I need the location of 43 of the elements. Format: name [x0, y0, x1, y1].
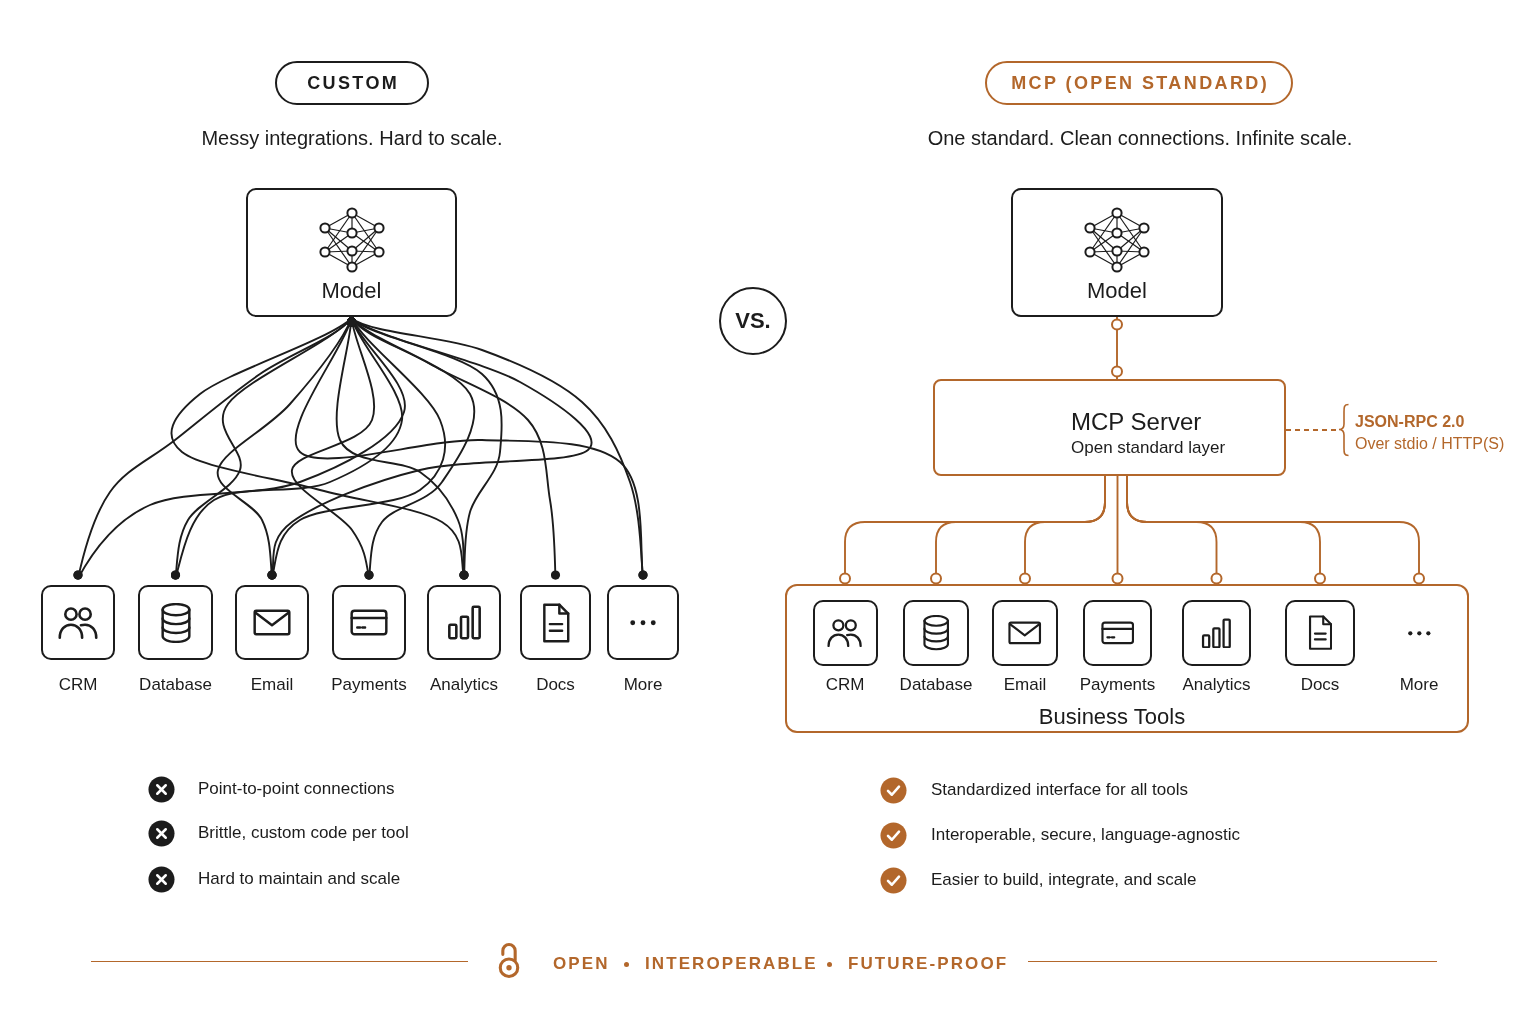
header-pill: CUSTOM: [275, 61, 429, 105]
connector-line: [1019, 475, 1106, 587]
node-label: Model: [1087, 278, 1147, 304]
subtitle: One standard. Clean connections. Infinite scale.: [927, 126, 1353, 150]
node-subtitle: Open standard layer: [1071, 438, 1226, 458]
tool-label: Database: [139, 675, 212, 695]
server-box: [933, 379, 1286, 476]
bullet-text: Brittle, custom code per tool: [198, 823, 409, 843]
dashed-connector: [1285, 429, 1337, 431]
bullet-text: Standardized interface for all tools: [931, 780, 1189, 800]
note-text: JSON-RPC 2.0: [1355, 412, 1465, 431]
note-text: Over stdio / HTTP(S): [1355, 434, 1505, 453]
tool-label: Email: [1003, 675, 1047, 695]
tool-label: Payments: [1079, 675, 1156, 695]
connector-line: [1111, 475, 1124, 587]
vs-circle: VS.: [719, 287, 787, 355]
bullet-text: Easier to build, integrate, and scale: [931, 870, 1197, 890]
subtitle: Messy integrations. Hard to scale.: [201, 126, 503, 150]
node-title: MCP Server: [1071, 408, 1202, 436]
header-pill: MCP (OPEN STANDARD): [985, 61, 1293, 105]
tool-label: Analytics: [430, 675, 498, 695]
connector-line: [1111, 316, 1123, 380]
tool-label: Analytics: [1182, 675, 1251, 695]
tool-label: Email: [250, 675, 294, 695]
model-box: [246, 188, 457, 317]
model-box: [1011, 188, 1223, 317]
tool-label: More: [623, 675, 663, 695]
group-title: Business Tools: [1038, 704, 1186, 730]
tool-label: CRM: [825, 675, 865, 695]
tool-label: More: [1399, 675, 1439, 695]
bullet-text: Point-to-point connections: [198, 779, 395, 799]
tool-label: Docs: [536, 675, 575, 695]
group-container: [785, 584, 1469, 733]
bullet-text: Hard to maintain and scale: [198, 869, 401, 889]
footer-keyword: INTEROPERABLE: [645, 954, 818, 974]
footer-keyword: OPEN: [553, 954, 610, 974]
bullet-text: Interoperable, secure, language-agnostic: [931, 825, 1241, 845]
tool-label: Database: [899, 675, 973, 695]
footer-keyword: FUTURE-PROOF: [848, 954, 1009, 974]
tool-label: Docs: [1300, 675, 1340, 695]
tool-label: CRM: [58, 675, 98, 695]
tool-label: Payments: [331, 675, 407, 695]
node-label: Model: [321, 278, 382, 304]
